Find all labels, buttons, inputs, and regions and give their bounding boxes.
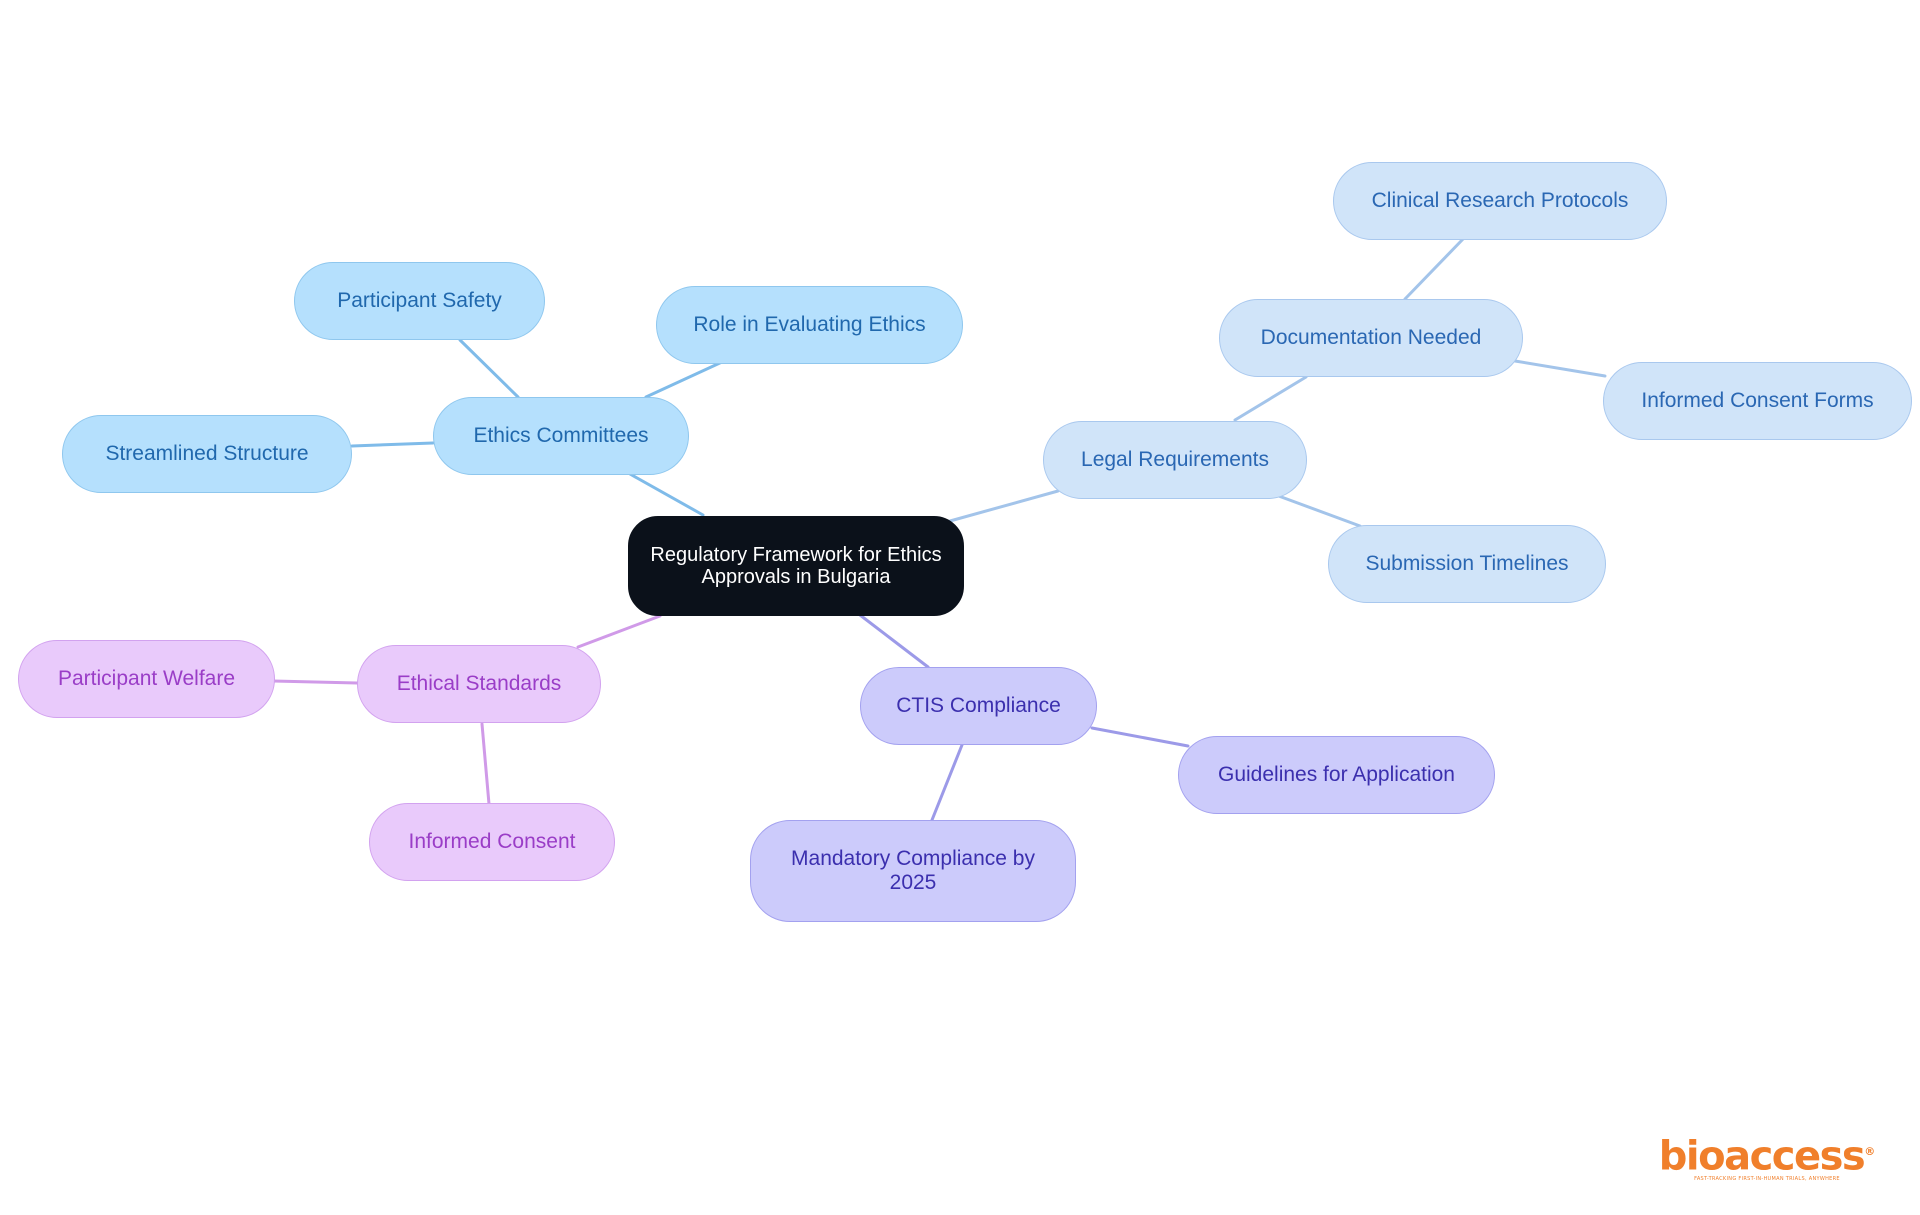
logo-wordmark-text: bioaccess xyxy=(1658,1133,1866,1180)
edge-documentation-protocols xyxy=(1403,236,1466,301)
logo-tagline: FAST-TRACKING FIRST-IN-HUMAN TRIALS, ANY… xyxy=(1694,1176,1840,1183)
node-label: Clinical Research Protocols xyxy=(1371,189,1629,213)
root-label: Regulatory Framework for Ethics Approval… xyxy=(650,543,942,588)
node-role-in-evaluating-ethics[interactable]: Role in Evaluating Ethics xyxy=(656,286,963,364)
node-informed-consent-forms[interactable]: Informed Consent Forms xyxy=(1603,362,1912,440)
bioaccess-logo: bioaccess® FAST-TRACKING FIRST-IN-HUMAN … xyxy=(1658,1130,1876,1188)
node-label: Informed Consent xyxy=(408,830,576,854)
edge-legal-timelines xyxy=(1274,493,1362,528)
edge-standards-consent xyxy=(480,722,491,806)
edge-root-ethical-standards xyxy=(576,614,662,649)
node-label: Informed Consent Forms xyxy=(1641,389,1874,413)
edge-root-ctis xyxy=(858,613,930,669)
edge-ctis-mandatory xyxy=(930,743,964,822)
edge-standards-welfare xyxy=(271,679,359,685)
node-clinical-research-protocols[interactable]: Clinical Research Protocols xyxy=(1333,162,1667,240)
node-label: Submission Timelines xyxy=(1365,552,1569,576)
edge-legal-documentation xyxy=(1233,375,1308,422)
node-informed-consent[interactable]: Informed Consent xyxy=(369,803,615,881)
edge-root-legal xyxy=(948,489,1060,523)
node-documentation-needed[interactable]: Documentation Needed xyxy=(1219,299,1523,377)
node-label: Role in Evaluating Ethics xyxy=(693,313,926,337)
edge-root-ethics-committees xyxy=(628,472,705,517)
node-label: Ethical Standards xyxy=(396,672,562,696)
edge-ctis-guidelines xyxy=(1090,726,1190,748)
edge-documentation-consent-forms xyxy=(1513,359,1607,378)
node-ethics-committees[interactable]: Ethics Committees xyxy=(433,397,689,475)
node-label: Participant Safety xyxy=(337,289,502,313)
logo-registered-mark: ® xyxy=(1864,1145,1876,1158)
node-label: Guidelines for Application xyxy=(1218,763,1455,787)
node-ctis-compliance[interactable]: CTIS Compliance xyxy=(860,667,1097,745)
node-legal-requirements[interactable]: Legal Requirements xyxy=(1043,421,1307,499)
node-streamlined-structure[interactable]: Streamlined Structure xyxy=(62,415,352,493)
edge-ethics-participant-safety xyxy=(458,338,520,399)
node-participant-welfare[interactable]: Participant Welfare xyxy=(18,640,275,718)
node-mandatory-compliance-2025[interactable]: Mandatory Compliance by 2025 xyxy=(750,820,1076,922)
node-label: Documentation Needed xyxy=(1260,326,1482,350)
edge-ethics-streamlined xyxy=(350,441,435,448)
node-label: Ethics Committees xyxy=(473,424,649,448)
node-label: Participant Welfare xyxy=(57,667,236,691)
node-label: Mandatory Compliance by 2025 xyxy=(791,847,1035,894)
logo-wordmark: bioaccess® xyxy=(1658,1130,1876,1178)
node-ethical-standards[interactable]: Ethical Standards xyxy=(357,645,601,723)
edge-ethics-role-evaluating xyxy=(644,360,724,399)
node-label: Streamlined Structure xyxy=(105,442,309,466)
node-label: Legal Requirements xyxy=(1081,448,1269,472)
node-submission-timelines[interactable]: Submission Timelines xyxy=(1328,525,1606,603)
root-node[interactable]: Regulatory Framework for Ethics Approval… xyxy=(628,516,964,616)
node-participant-safety[interactable]: Participant Safety xyxy=(294,262,545,340)
node-guidelines-for-application[interactable]: Guidelines for Application xyxy=(1178,736,1495,814)
node-label: CTIS Compliance xyxy=(896,694,1061,718)
